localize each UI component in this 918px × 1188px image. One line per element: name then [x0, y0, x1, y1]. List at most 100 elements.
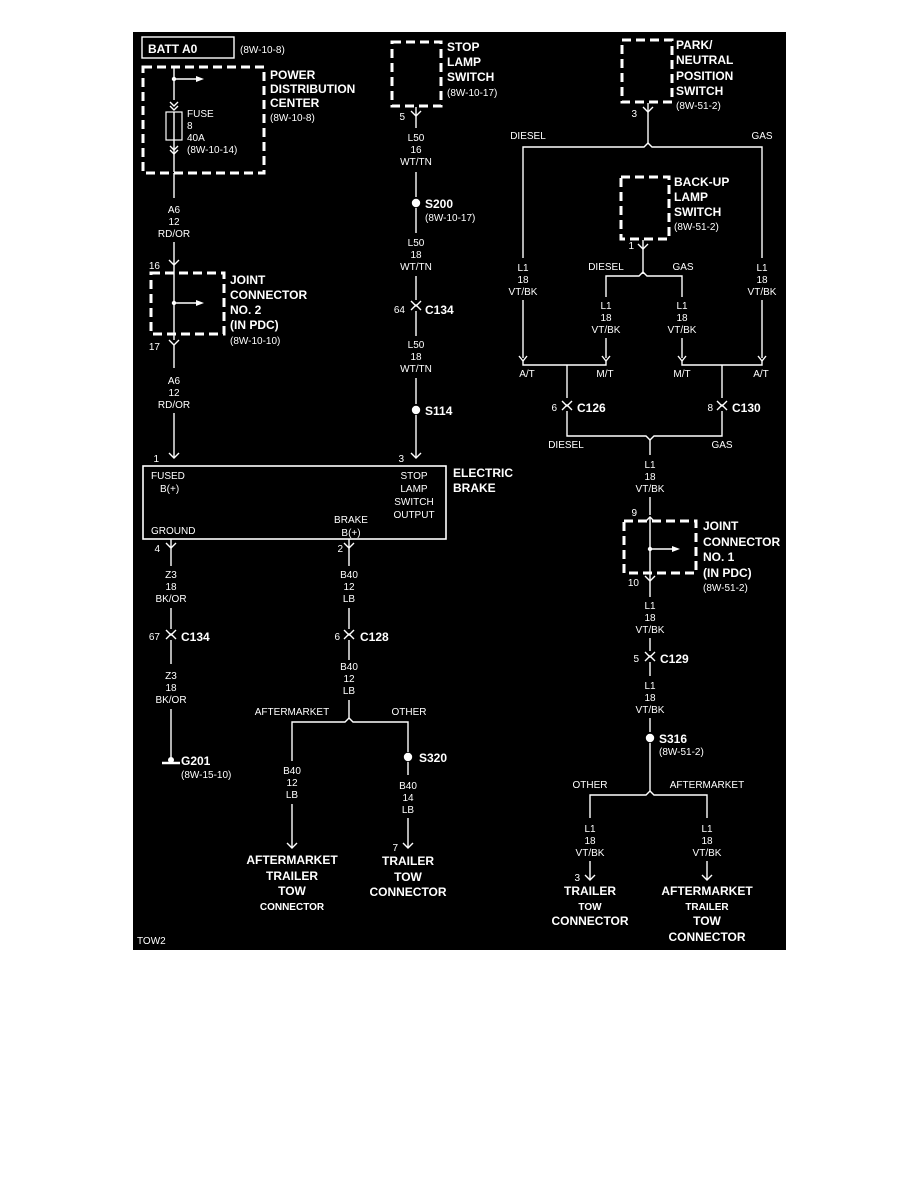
svg-text:M/T: M/T	[596, 369, 613, 380]
svg-text:(8W-10-10): (8W-10-10)	[230, 336, 280, 347]
svg-text:BATT A0: BATT A0	[148, 42, 198, 56]
svg-text:2: 2	[337, 544, 343, 555]
svg-text:L1: L1	[644, 460, 656, 471]
svg-text:OTHER: OTHER	[573, 780, 608, 791]
svg-text:CONNECTOR: CONNECTOR	[230, 288, 307, 302]
svg-text:VT/BK: VT/BK	[668, 325, 697, 336]
split-top: DIESEL GAS	[510, 131, 773, 153]
wire-label-l1-f: L1 18 VT/BK	[636, 601, 665, 636]
svg-text:FUSED: FUSED	[151, 471, 185, 482]
svg-text:CONNECTOR: CONNECTOR	[668, 930, 745, 944]
svg-text:ELECTRIC: ELECTRIC	[453, 466, 513, 480]
svg-text:C129: C129	[660, 652, 689, 666]
diagram-code: TOW2	[137, 936, 166, 947]
park-neutral-position-switch: PARK/ NEUTRAL POSITION SWITCH (8W-51-2) …	[620, 38, 733, 144]
svg-text:TOW: TOW	[693, 914, 721, 928]
svg-text:L50: L50	[408, 340, 425, 351]
trans-merge-left: A/T M/T	[518, 355, 614, 398]
svg-text:(8W-10-17): (8W-10-17)	[425, 213, 475, 224]
svg-text:POWER: POWER	[270, 68, 316, 82]
diagram-panel	[133, 32, 786, 950]
wire-label-l50-1: L50 16 WT/TN	[400, 133, 432, 168]
svg-text:12: 12	[343, 674, 355, 685]
svg-text:S114: S114	[425, 404, 453, 418]
svg-text:B40: B40	[399, 781, 417, 792]
svg-text:L1: L1	[676, 301, 688, 312]
svg-text:CONNECTOR: CONNECTOR	[369, 885, 446, 899]
svg-text:SWITCH: SWITCH	[676, 84, 723, 98]
svg-text:JOINT: JOINT	[703, 519, 739, 533]
svg-text:10: 10	[628, 578, 640, 589]
svg-text:VT/BK: VT/BK	[748, 287, 777, 298]
svg-text:LB: LB	[286, 790, 299, 801]
svg-text:G201: G201	[181, 754, 211, 768]
svg-text:L1: L1	[584, 824, 596, 835]
svg-text:7: 7	[392, 843, 398, 854]
svg-text:L50: L50	[408, 238, 425, 249]
svg-text:(8W-10-17): (8W-10-17)	[447, 88, 497, 99]
svg-text:B40: B40	[283, 766, 301, 777]
svg-text:WT/TN: WT/TN	[400, 364, 432, 375]
wire-label-z3-1: Z3 18 BK/OR	[155, 570, 186, 605]
svg-text:C134: C134	[425, 303, 454, 317]
svg-text:67: 67	[149, 632, 161, 643]
svg-text:SWITCH: SWITCH	[394, 497, 433, 508]
svg-text:VT/BK: VT/BK	[636, 484, 665, 495]
svg-text:3: 3	[398, 454, 404, 465]
svg-text:RD/OR: RD/OR	[158, 400, 190, 411]
svg-text:TOW: TOW	[278, 884, 306, 898]
svg-text:TRAILER: TRAILER	[382, 854, 434, 868]
back-up-lamp-switch: BACK-UP LAMP SWITCH (8W-51-2) 1	[619, 175, 729, 274]
svg-text:17: 17	[149, 342, 161, 353]
svg-text:64: 64	[394, 305, 406, 316]
svg-text:A/T: A/T	[753, 369, 769, 380]
svg-text:C128: C128	[360, 630, 389, 644]
svg-text:1: 1	[628, 241, 634, 252]
svg-text:C126: C126	[577, 401, 606, 415]
svg-text:L1: L1	[644, 601, 656, 612]
svg-text:CONNECTOR: CONNECTOR	[703, 535, 780, 549]
svg-text:GAS: GAS	[711, 440, 732, 451]
wire-label-l1-g: L1 18 VT/BK	[636, 681, 665, 716]
svg-text:GAS: GAS	[672, 262, 693, 273]
svg-text:40A: 40A	[187, 133, 205, 144]
svg-text:14: 14	[402, 793, 414, 804]
svg-text:A/T: A/T	[519, 369, 535, 380]
svg-text:(8W-10-14): (8W-10-14)	[187, 145, 237, 156]
stop-lamp-switch: STOP LAMP SWITCH (8W-10-17) 5	[390, 40, 497, 128]
svg-text:AFTERMARKET: AFTERMARKET	[661, 884, 753, 898]
svg-text:DIESEL: DIESEL	[588, 262, 624, 273]
wire-label-z3-2: Z3 18 BK/OR	[155, 671, 186, 706]
connector-c134-bottom: 67 C134	[149, 629, 210, 644]
svg-text:18: 18	[410, 352, 422, 363]
joint-connector-2: 16 17 JOINT CONNECTOR NO. 2 (IN PDC) (8W…	[149, 259, 307, 353]
aftermarket-trailer-tow-connector-right: AFTERMARKET TRAILER TOW CONNECTOR	[661, 884, 753, 944]
svg-text:TRAILER: TRAILER	[266, 869, 318, 883]
svg-text:18: 18	[584, 836, 596, 847]
wire-label-b40-2: B40 12 LB	[340, 662, 358, 697]
svg-text:LAMP: LAMP	[447, 55, 481, 69]
svg-text:18: 18	[701, 836, 713, 847]
svg-text:9: 9	[631, 508, 637, 519]
svg-text:DISTRIBUTION: DISTRIBUTION	[270, 82, 355, 96]
svg-text:L1: L1	[600, 301, 612, 312]
svg-text:TOW: TOW	[578, 902, 602, 913]
aftermarket-trailer-tow-connector-left: AFTERMARKET TRAILER TOW CONNECTOR	[246, 853, 338, 913]
svg-text:VT/BK: VT/BK	[636, 625, 665, 636]
svg-text:TRAILER: TRAILER	[564, 884, 616, 898]
svg-text:BRAKE: BRAKE	[453, 481, 496, 495]
svg-text:M/T: M/T	[673, 369, 690, 380]
svg-text:WT/TN: WT/TN	[400, 157, 432, 168]
wire-label-l1-c: L1 18 VT/BK	[668, 301, 697, 336]
brake-split: AFTERMARKET OTHER	[255, 707, 427, 728]
svg-text:BACK-UP: BACK-UP	[674, 175, 729, 189]
splice-s316: S316 (8W-51-2)	[645, 732, 704, 758]
svg-text:12: 12	[343, 582, 355, 593]
svg-text:(8W-51-2): (8W-51-2)	[703, 583, 748, 594]
wire-label-b40-1: B40 12 LB	[340, 570, 358, 605]
svg-text:CENTER: CENTER	[270, 96, 320, 110]
svg-text:BK/OR: BK/OR	[155, 695, 186, 706]
svg-text:18: 18	[644, 693, 656, 704]
svg-text:PARK/: PARK/	[676, 38, 713, 52]
